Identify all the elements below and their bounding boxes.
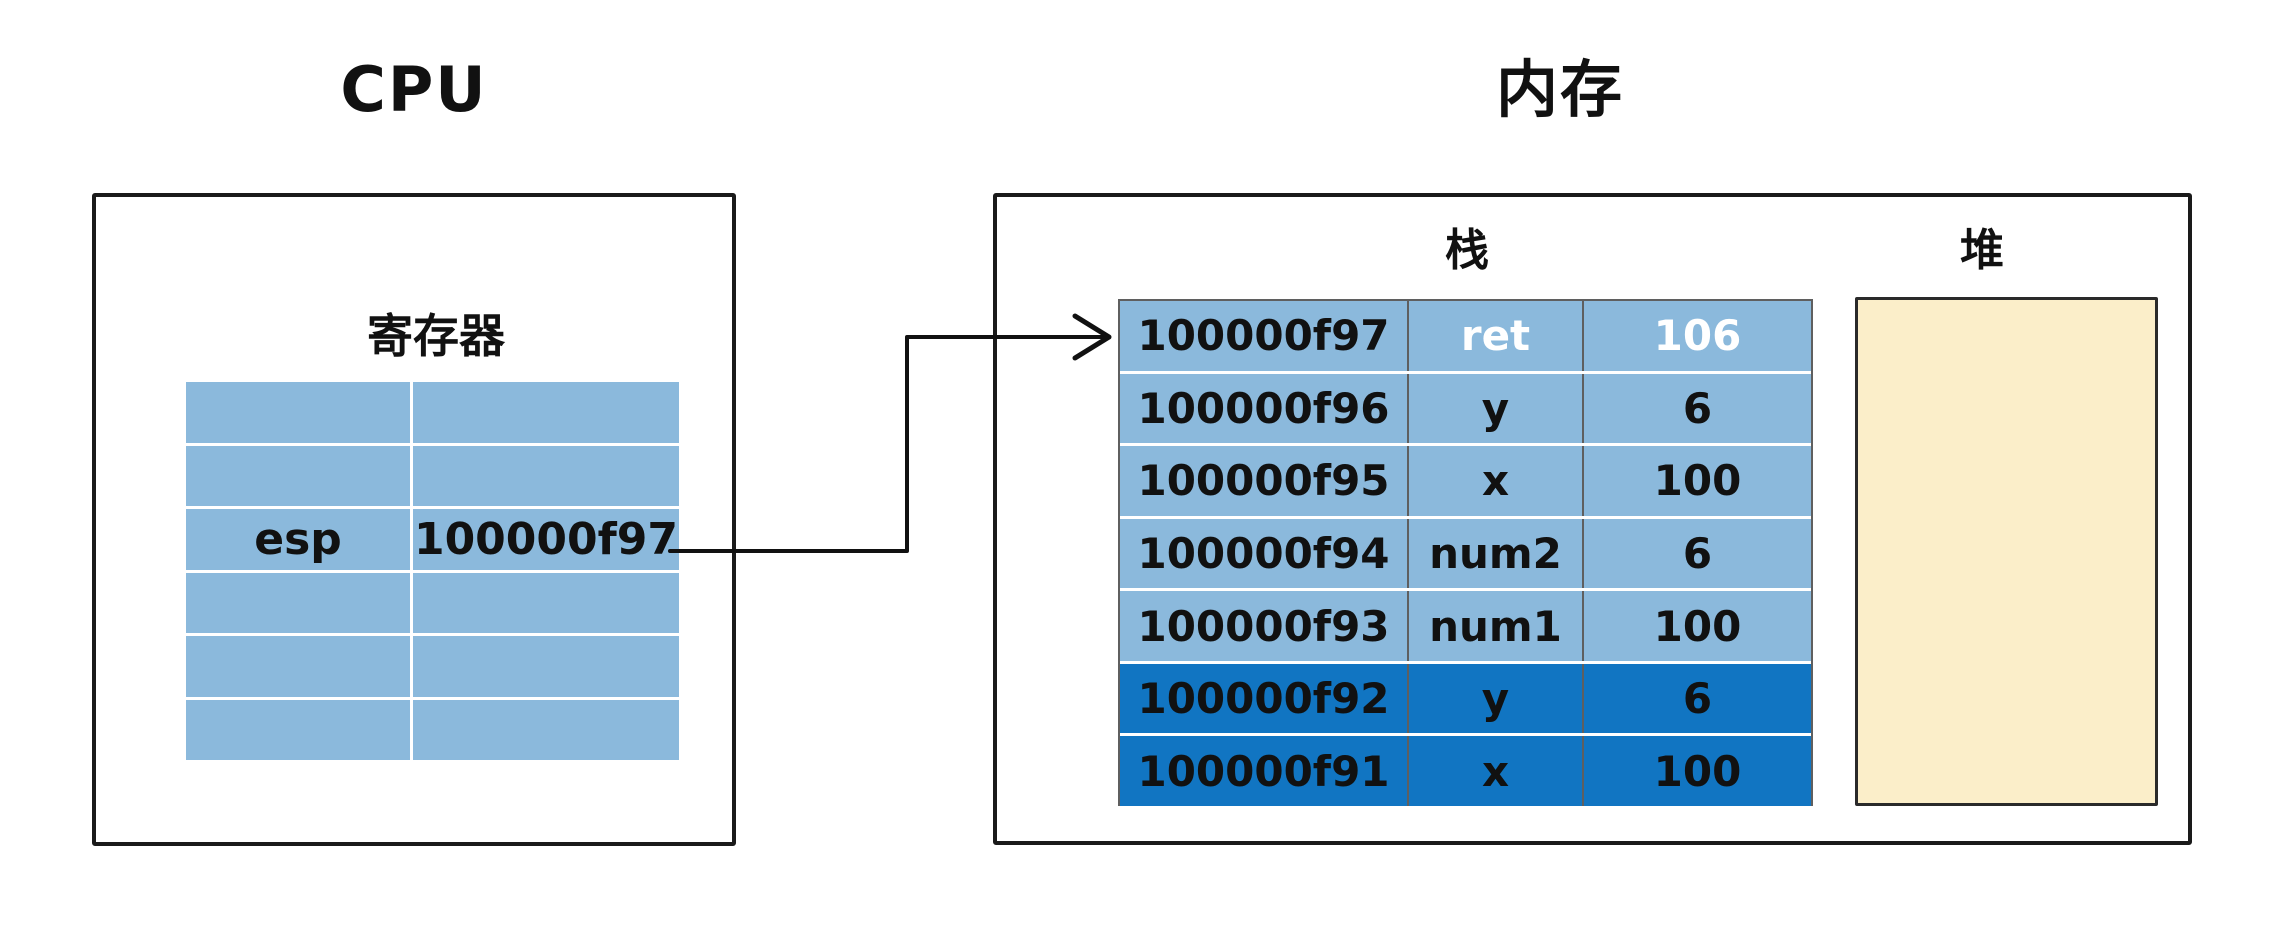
stack-cell-addr: 100000f92 xyxy=(1120,663,1407,734)
register-label: 寄存器 xyxy=(367,309,505,363)
stack-cell-addr: 100000f91 xyxy=(1120,736,1407,807)
register-cell-name xyxy=(186,382,410,443)
register-cell-value xyxy=(413,572,679,633)
register-row xyxy=(186,636,679,697)
register-cell-value xyxy=(413,699,679,760)
register-row-esp: esp 100000f97 xyxy=(186,509,679,570)
stack-cell-value: 100 xyxy=(1582,736,1811,807)
register-table: esp 100000f97 xyxy=(186,382,679,760)
stack-row: 100000f94 num2 6 xyxy=(1120,518,1811,589)
stack-cell-name: y xyxy=(1407,663,1582,734)
stack-row-old-frame: 100000f91 x 100 xyxy=(1120,736,1811,807)
stack-row-old-frame: 100000f92 y 6 xyxy=(1120,663,1811,734)
register-cell-value xyxy=(413,636,679,697)
memory-box: 栈 堆 100000f97 ret 106 100000f96 y 6 1000… xyxy=(993,193,2192,845)
register-cell-value xyxy=(413,382,679,443)
stack-table: 100000f97 ret 106 100000f96 y 6 100000f9… xyxy=(1118,299,1813,807)
stack-row: 100000f96 y 6 xyxy=(1120,373,1811,444)
stack-cell-value: 6 xyxy=(1582,518,1811,589)
register-row xyxy=(186,699,679,760)
heap-label: 堆 xyxy=(1960,225,2004,276)
stack-cell-value: 100 xyxy=(1582,591,1811,661)
stack-row-ret: 100000f97 ret 106 xyxy=(1120,301,1811,371)
stack-cell-name: num1 xyxy=(1407,591,1582,661)
stack-cell-value: 6 xyxy=(1582,663,1811,734)
stack-cell-addr: 100000f96 xyxy=(1120,373,1407,444)
stack-cell-value: 6 xyxy=(1582,373,1811,444)
stack-cell-name: num2 xyxy=(1407,518,1582,589)
register-cell-name xyxy=(186,636,410,697)
stack-cell-name: y xyxy=(1407,373,1582,444)
register-row xyxy=(186,382,679,443)
stack-cell-addr: 100000f97 xyxy=(1120,301,1407,371)
heap-block xyxy=(1855,297,2158,806)
cpu-title: CPU xyxy=(340,53,488,126)
register-cell-esp-name: esp xyxy=(186,509,410,570)
stack-cell-name: ret xyxy=(1407,301,1582,371)
stack-cell-value: 100 xyxy=(1582,446,1811,516)
stack-cell-addr: 100000f93 xyxy=(1120,591,1407,661)
stack-row: 100000f95 x 100 xyxy=(1120,446,1811,516)
register-row xyxy=(186,445,679,506)
stack-cell-addr: 100000f94 xyxy=(1120,518,1407,589)
memory-title: 内存 xyxy=(1495,53,1624,126)
register-cell-value xyxy=(413,445,679,506)
stack-cell-value: 106 xyxy=(1582,301,1811,371)
register-cell-name xyxy=(186,699,410,760)
stack-cell-name: x xyxy=(1407,446,1582,516)
stack-label: 栈 xyxy=(1445,225,1489,276)
register-cell-name xyxy=(186,445,410,506)
register-cell-name xyxy=(186,572,410,633)
stack-cell-name: x xyxy=(1407,736,1582,807)
register-cell-esp-value: 100000f97 xyxy=(413,509,679,570)
register-row xyxy=(186,572,679,633)
stack-cell-addr: 100000f95 xyxy=(1120,446,1407,516)
cpu-box: 寄存器 esp 100000f97 xyxy=(92,193,736,846)
stack-row: 100000f93 num1 100 xyxy=(1120,591,1811,661)
